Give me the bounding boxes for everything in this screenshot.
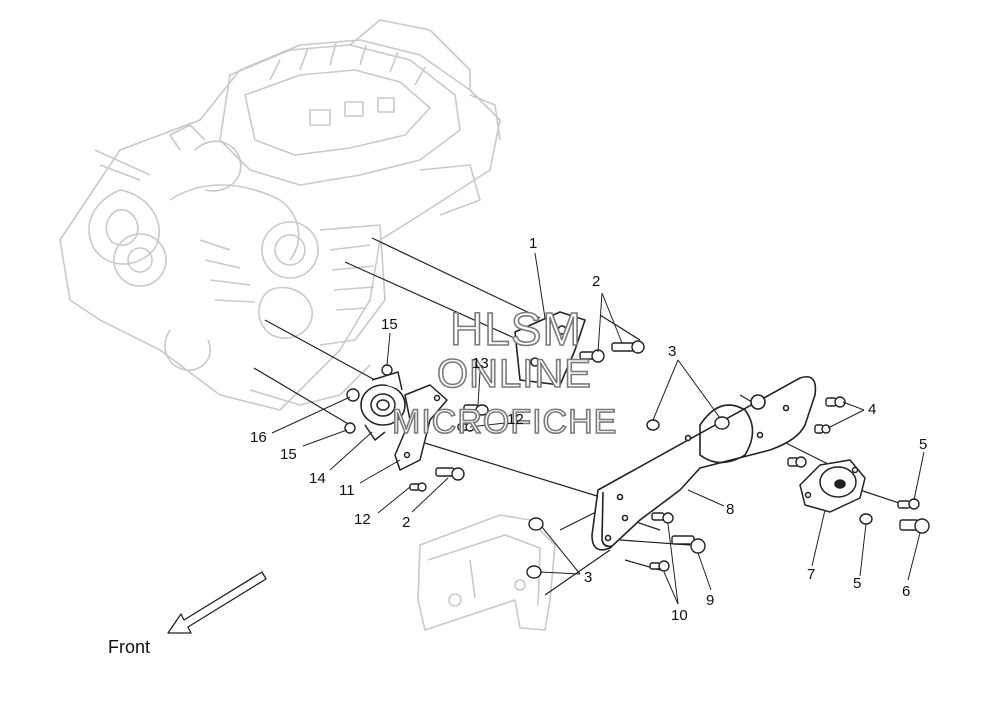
bolt-2-upper [611,340,645,354]
callout-5-upper: 5 [919,436,928,453]
callout-2-upper: 2 [592,273,601,290]
callout-4: 4 [868,401,877,418]
callout-12-upper: 12 [507,411,524,428]
front-arrow-icon [167,571,267,634]
bolt-4b [814,424,831,434]
bolt-12-lower [409,482,427,492]
callout-11: 11 [339,482,355,499]
leader-lines [271,252,925,605]
bolt-4c [787,456,807,468]
callout-14: 14 [309,470,326,487]
nut-15-upper [381,364,393,376]
bolt-4a [825,396,846,408]
callout-12-lower: 12 [354,511,371,528]
upper-bracket [514,311,586,386]
front-label: Front [108,637,151,657]
callout-10: 10 [671,607,688,624]
callout-3-lower: 3 [584,569,593,586]
engine-ghost [59,19,501,411]
lower-bracket-ghost [417,514,556,631]
bolt-6 [899,518,930,534]
callout-13: 13 [472,355,489,372]
bolt-12-upper [457,422,475,432]
callout-15-upper: 15 [381,316,398,333]
callout-16: 16 [250,429,267,446]
bolt-9 [671,535,706,554]
fasteners [344,340,930,579]
bolt-5-right [897,498,920,510]
callout-9: 9 [706,592,715,609]
callout-3-upper: 3 [668,343,677,360]
bolt-10a [651,512,674,524]
callout-5-lower: 5 [853,575,862,592]
callout-8: 8 [726,501,735,518]
nut-3-lower [526,517,544,579]
callout-2-lower: 2 [402,514,411,531]
callout-1: 1 [529,235,538,252]
watermark-line-3: MICROFICHE [391,403,618,441]
nut-15-lower [344,422,356,434]
nut-3-plate [646,416,730,431]
callout-15-lower: 15 [280,446,297,463]
rubber-mount-right [799,459,866,513]
watermark-line-1: HLSM [449,303,582,355]
mounting-plate [591,376,817,551]
watermark-line-2: ONLINE [436,352,592,396]
rubber-mount-left [360,371,448,471]
washer-16 [346,388,360,402]
bolt-10b [649,560,670,572]
bolt-13 [463,404,489,416]
bolt-5-lower [859,513,873,525]
callout-7: 7 [807,566,816,583]
bolt-2-left [435,467,465,481]
callout-6: 6 [902,583,911,600]
